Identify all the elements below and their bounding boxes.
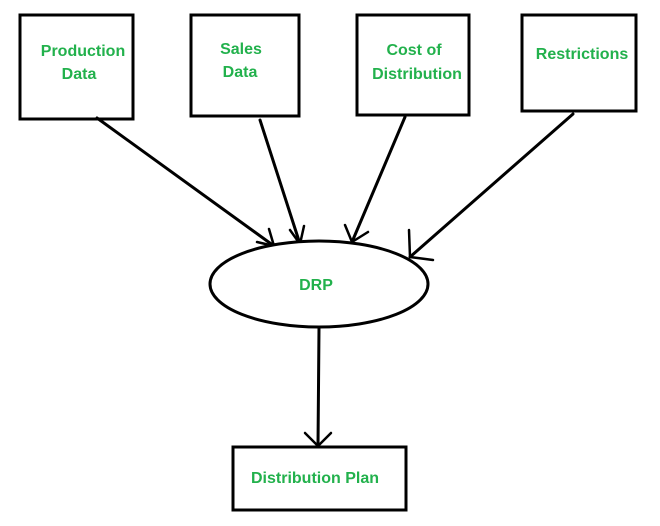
arrow-restrictions-to-drp (407, 112, 575, 262)
production-data-node: Production Data (18, 13, 135, 121)
drp-label: DRP (299, 277, 333, 294)
sales-data-node: Sales Data (189, 13, 301, 118)
distribution-plan-node: Distribution Plan (231, 445, 408, 512)
arrow-drp-to-plan (303, 326, 333, 448)
restrictions-box (520, 13, 638, 113)
production-data-label-line2: Data (62, 66, 97, 83)
arrowhead-icon (407, 228, 435, 262)
cost-of-distribution-label-line1: Cost of (386, 42, 442, 59)
distribution-plan-box (231, 445, 408, 512)
drp-node: DRP (208, 239, 430, 329)
cost-of-distribution-box (355, 13, 471, 117)
sales-data-label-line2: Data (223, 64, 258, 81)
arrow-sales-to-drp (258, 118, 306, 246)
sales-data-box (189, 13, 301, 118)
arrow-cost-to-drp (343, 115, 407, 244)
restrictions-node: Restrictions (520, 13, 638, 113)
cost-of-distribution-node: Cost of Distribution (355, 13, 471, 117)
production-data-box (18, 13, 135, 121)
distribution-plan-label: Distribution Plan (251, 470, 379, 487)
arrow-production-to-drp (95, 116, 276, 248)
restrictions-label: Restrictions (536, 46, 629, 63)
production-data-label-line1: Production (41, 43, 125, 60)
cost-of-distribution-label-line2: Distribution (372, 66, 462, 83)
sales-data-label-line1: Sales (220, 41, 262, 58)
